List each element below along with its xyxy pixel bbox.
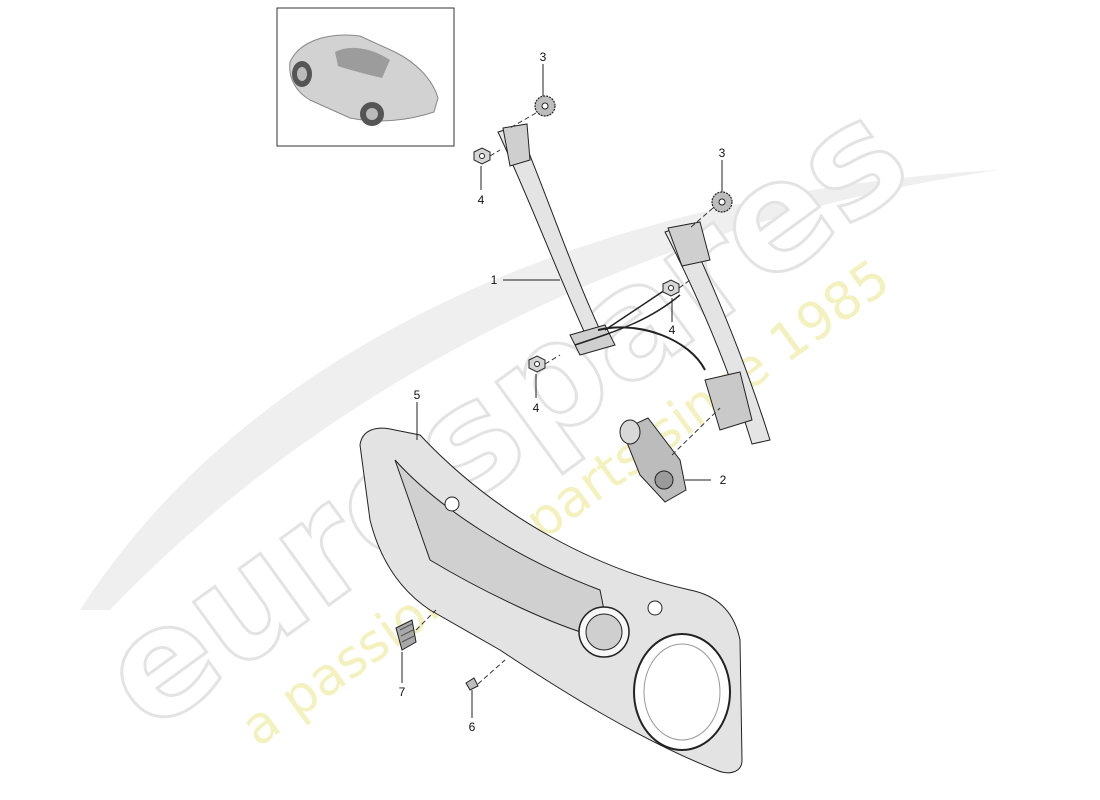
clip-icon	[395, 619, 417, 651]
callout-1: 1	[491, 273, 498, 287]
callout-5: 5	[414, 388, 421, 402]
callouts: 3 3 4 4 4 1 2 5 6 7	[399, 50, 727, 734]
window-motor	[619, 417, 687, 503]
gear-3b-icon	[711, 191, 733, 213]
callout-4b: 4	[669, 323, 676, 337]
leader-lines	[401, 64, 723, 718]
callout-2: 2	[720, 473, 727, 487]
assembly-lines	[415, 112, 721, 685]
door-module-carrier	[359, 427, 743, 774]
callout-4a: 4	[478, 193, 485, 207]
watermark-brand: eurospares	[69, 66, 939, 764]
screw-icon	[465, 677, 479, 691]
callout-3b: 3	[719, 146, 726, 160]
nut-4c-icon	[528, 355, 546, 373]
nut-4a-icon	[473, 147, 491, 165]
callout-3a: 3	[540, 50, 547, 64]
callout-6: 6	[469, 720, 476, 734]
nut-4b-icon	[662, 279, 680, 297]
vehicle-thumbnail	[276, 7, 455, 147]
callout-7: 7	[399, 685, 406, 699]
callout-4c: 4	[533, 401, 540, 415]
gear-3a-icon	[534, 95, 556, 117]
window-regulator	[497, 123, 771, 445]
car-icon	[289, 34, 439, 126]
